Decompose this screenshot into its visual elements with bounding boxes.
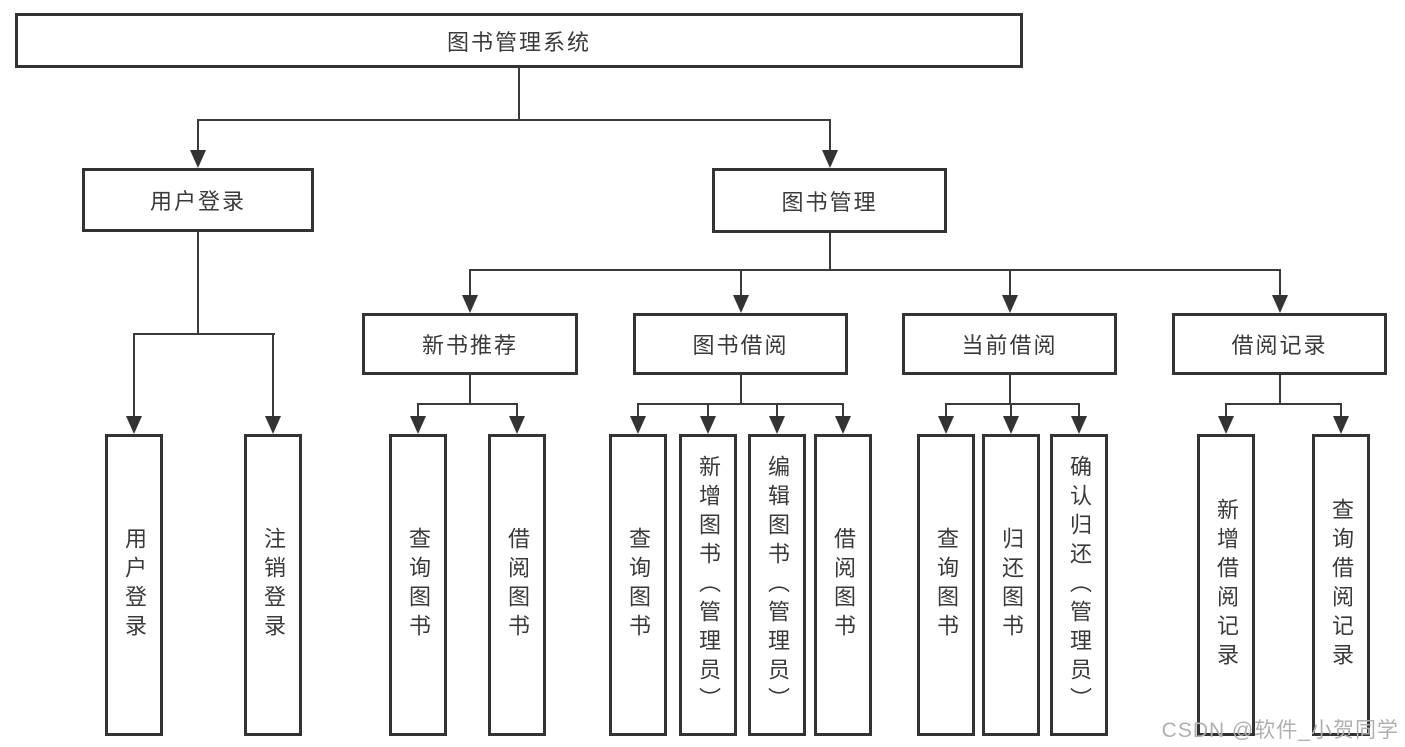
connector-vline xyxy=(272,333,274,416)
arrow-down-icon xyxy=(410,416,426,434)
connector-vline xyxy=(740,269,742,297)
node-book-management: 图书管理 xyxy=(712,168,947,233)
connector-vline xyxy=(516,403,518,416)
connector-hline xyxy=(945,403,1080,405)
node-current-borrow: 当前借阅 xyxy=(902,313,1117,375)
connector-hline xyxy=(417,403,518,405)
connector-vline xyxy=(518,68,520,121)
arrow-down-icon xyxy=(509,416,525,434)
arrow-down-icon xyxy=(769,416,785,434)
leaf-label: 查询图书 xyxy=(406,527,431,643)
node-borrow-records: 借阅记录 xyxy=(1172,313,1387,375)
leaf-label: 编辑图书（管理员） xyxy=(765,454,790,716)
arrow-down-icon xyxy=(835,416,851,434)
node-book-borrow: 图书借阅 xyxy=(633,313,848,375)
leaf-confirm-return-admin: 确认归还（管理员） xyxy=(1050,434,1108,736)
leaf-add-borrow-record: 新增借阅记录 xyxy=(1197,434,1255,736)
connector-vline xyxy=(1225,403,1227,416)
leaf-add-book-admin: 新增图书（管理员） xyxy=(679,434,737,736)
leaf-label: 查询图书 xyxy=(626,527,651,643)
arrow-down-icon xyxy=(1003,416,1019,434)
connector-vline xyxy=(133,333,135,416)
connector-vline xyxy=(740,375,742,405)
arrow-down-icon xyxy=(126,416,142,434)
connector-vline xyxy=(1010,403,1012,416)
connector-vline xyxy=(1279,375,1281,405)
connector-vline xyxy=(829,233,831,271)
connector-vline xyxy=(1009,269,1011,297)
leaf-label: 确认归还（管理员） xyxy=(1067,454,1092,716)
leaf-query-books-current: 查询图书 xyxy=(917,434,975,736)
connector-vline xyxy=(1009,375,1011,405)
connector-vline xyxy=(945,403,947,416)
connector-vline xyxy=(829,119,831,152)
connector-vline xyxy=(776,403,778,416)
leaf-label: 新增借阅记录 xyxy=(1214,498,1239,672)
arrow-down-icon xyxy=(1218,416,1234,434)
connector-vline xyxy=(469,375,471,405)
arrow-down-icon xyxy=(938,416,954,434)
leaf-query-books-recommend: 查询图书 xyxy=(389,434,447,736)
arrow-down-icon xyxy=(733,295,749,313)
arrow-down-icon xyxy=(462,295,478,313)
connector-hline xyxy=(1225,403,1342,405)
arrow-down-icon xyxy=(265,416,281,434)
leaf-label: 新增图书（管理员） xyxy=(696,454,721,716)
leaf-return-book: 归还图书 xyxy=(982,434,1040,736)
arrow-down-icon xyxy=(1333,416,1349,434)
leaf-borrow-books-recommend: 借阅图书 xyxy=(488,434,546,736)
arrow-down-icon xyxy=(1272,295,1288,313)
leaf-label: 用户登录 xyxy=(122,527,147,643)
leaf-label: 借阅图书 xyxy=(505,527,530,643)
connector-vline xyxy=(197,119,199,152)
node-root: 图书管理系统 xyxy=(15,13,1023,68)
connector-vline xyxy=(1340,403,1342,416)
connector-vline xyxy=(1078,403,1080,416)
leaf-query-borrow-record: 查询借阅记录 xyxy=(1312,434,1370,736)
arrow-down-icon xyxy=(822,150,838,168)
leaf-logout: 注销登录 xyxy=(244,434,302,736)
leaf-label: 归还图书 xyxy=(999,527,1024,643)
leaf-label: 查询图书 xyxy=(934,527,959,643)
connector-vline xyxy=(842,403,844,416)
arrow-down-icon xyxy=(1002,295,1018,313)
node-user-login: 用户登录 xyxy=(82,168,314,232)
watermark: CSDN @软件_小贺同学 xyxy=(1161,719,1399,742)
leaf-edit-book-admin: 编辑图书（管理员） xyxy=(748,434,806,736)
leaf-query-books-borrow: 查询图书 xyxy=(609,434,667,736)
arrow-down-icon xyxy=(630,416,646,434)
connector-vline xyxy=(469,269,471,297)
connector-vline xyxy=(417,403,419,416)
leaf-label: 查询借阅记录 xyxy=(1329,498,1354,672)
node-new-book-recommend: 新书推荐 xyxy=(362,313,578,375)
leaf-label: 注销登录 xyxy=(261,527,286,643)
connector-vline xyxy=(637,403,639,416)
connector-hline xyxy=(637,403,844,405)
leaf-label: 借阅图书 xyxy=(831,527,856,643)
arrow-down-icon xyxy=(700,416,716,434)
leaf-borrow-books: 借阅图书 xyxy=(814,434,872,736)
connector-hline xyxy=(197,119,831,121)
connector-vline xyxy=(197,232,199,335)
connector-hline xyxy=(469,269,1281,271)
arrow-down-icon xyxy=(190,150,206,168)
arrow-down-icon xyxy=(1071,416,1087,434)
connector-vline xyxy=(707,403,709,416)
leaf-user-login: 用户登录 xyxy=(105,434,163,736)
connector-hline xyxy=(133,333,275,335)
connector-vline xyxy=(1279,269,1281,297)
